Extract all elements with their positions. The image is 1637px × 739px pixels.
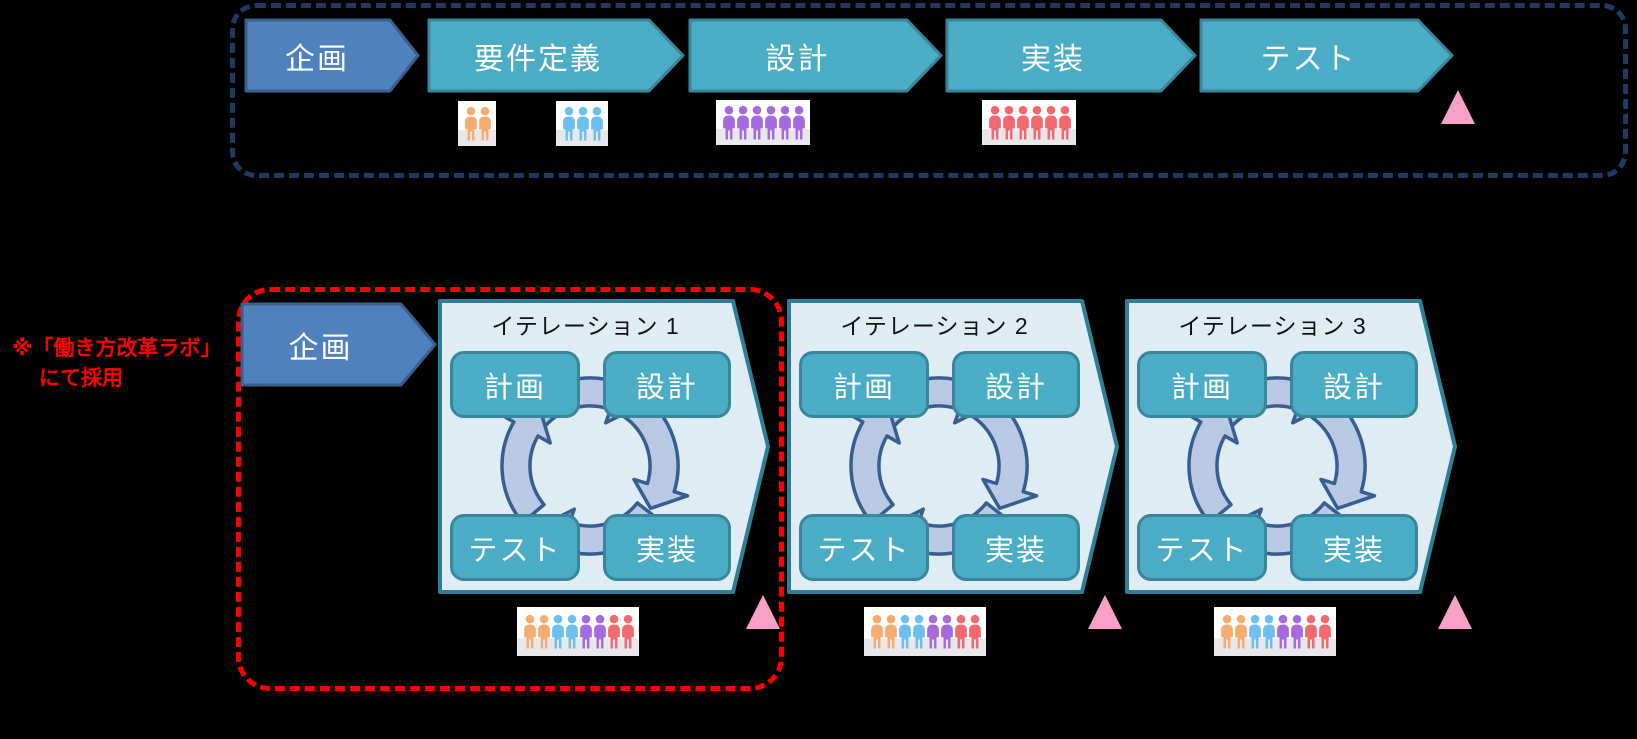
person-icon [1263,614,1275,649]
person-icon [622,614,634,649]
person-icon [913,614,925,649]
person-icon [885,614,897,649]
person-icon [1003,105,1015,140]
person-icon [793,105,805,140]
people-group-icon-purple-team [716,100,810,145]
iteration-2-plan-box: 計画 [799,351,929,418]
waterfall-step-test: テスト [1199,18,1454,93]
person-icon [577,106,589,141]
milestone-triangle-icon-waterfall [1441,90,1475,124]
iteration-1-test-box: テスト [450,514,580,581]
people-group-icon-blue-trio [556,101,608,146]
iteration-3-title: イテレーション 3 [1178,313,1367,339]
person-icon [989,105,1001,140]
iteration-2-design-box: 設計 [952,351,1080,418]
people-group-icon-mixed-team-3 [1214,607,1336,656]
adoption-note: ※「働き方改革ラボ」 にて採用 [12,334,221,395]
person-icon [1221,614,1233,649]
person-icon [608,614,620,649]
iteration-2-impl-box: 実装 [952,514,1080,581]
person-icon [1291,614,1303,649]
person-icon [955,614,967,649]
iteration-1-panel: イテレーション 1 計画 設計 テスト 実装 [438,299,770,594]
person-icon [479,106,491,141]
person-icon [927,614,939,649]
person-icon [1235,614,1247,649]
person-icon [723,105,735,140]
person-icon [737,105,749,140]
person-icon [563,106,575,141]
person-icon [1319,614,1331,649]
waterfall-step-planning: 企画 [244,18,420,93]
person-icon [1045,105,1057,140]
person-icon [969,614,981,649]
iteration-3-design-box: 設計 [1290,351,1418,418]
waterfall-step-planning-label: 企画 [285,42,349,76]
person-icon [524,614,536,649]
milestone-triangle-icon-iteration-2 [1088,595,1122,629]
person-icon [552,614,564,649]
person-icon [779,105,791,140]
person-icon [1017,105,1029,140]
agile-step-planning: 企画 [240,302,437,387]
adoption-note-line2: にて採用 [39,367,123,391]
person-icon [1305,614,1317,649]
iteration-3-panel: イテレーション 3 計画 設計 テスト 実装 [1125,299,1457,594]
waterfall-step-design: 設計 [688,18,943,93]
people-group-icon-mixed-team-1 [517,607,639,656]
iteration-1-plan-box: 計画 [450,351,580,418]
people-group-icon-mixed-team-2 [864,607,986,656]
adopted-scope-outline [236,287,784,691]
iteration-1-impl-box: 実装 [603,514,731,581]
milestone-triangle-icon-iteration-3 [1438,595,1472,629]
person-icon [1031,105,1043,140]
person-icon [765,105,777,140]
person-icon [566,614,578,649]
person-icon [591,106,603,141]
iteration-3-impl-box: 実装 [1290,514,1418,581]
person-icon [594,614,606,649]
iteration-1-title: イテレーション 1 [491,313,680,339]
milestone-triangle-icon-iteration-1 [746,595,780,629]
iteration-1-design-box: 設計 [603,351,731,418]
person-icon [899,614,911,649]
person-icon [1249,614,1261,649]
iteration-3-plan-box: 計画 [1137,351,1267,418]
person-icon [751,105,763,140]
person-icon [465,106,477,141]
person-icon [538,614,550,649]
waterfall-step-requirements: 要件定義 [427,18,685,93]
person-icon [580,614,592,649]
person-icon [1277,614,1289,649]
people-group-icon-orange-pair [458,101,496,146]
waterfall-step-design-label: 設計 [765,42,830,76]
agile-step-planning-label: 企画 [288,331,353,365]
person-icon [941,614,953,649]
waterfall-step-implementation: 実装 [945,18,1197,93]
waterfall-step-test-label: テスト [1260,42,1357,76]
waterfall-step-requirements-label: 要件定義 [474,42,602,76]
iteration-2-test-box: テスト [799,514,929,581]
person-icon [871,614,883,649]
iteration-2-panel: イテレーション 2 計画 設計 テスト 実装 [787,299,1119,594]
iteration-3-test-box: テスト [1137,514,1267,581]
adoption-note-line1: ※「働き方改革ラボ」 [12,337,222,360]
waterfall-outline [230,3,1628,178]
waterfall-step-implementation-label: 実装 [1021,42,1085,76]
people-group-icon-red-team [982,100,1076,145]
person-icon [1059,105,1071,140]
iteration-2-title: イテレーション 2 [840,313,1029,339]
